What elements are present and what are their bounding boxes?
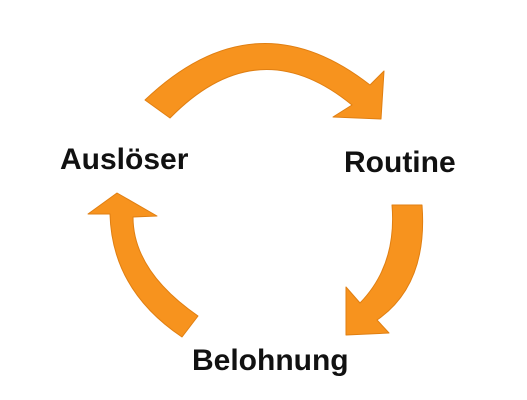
arrow-trigger-to-routine (144, 42, 385, 120)
arrow-reward-to-trigger (87, 192, 199, 338)
node-label-reward: Belohnung (192, 344, 349, 377)
node-label-routine: Routine (344, 146, 456, 179)
node-label-trigger: Auslöser (60, 143, 189, 176)
arrow-routine-to-reward (345, 204, 424, 336)
